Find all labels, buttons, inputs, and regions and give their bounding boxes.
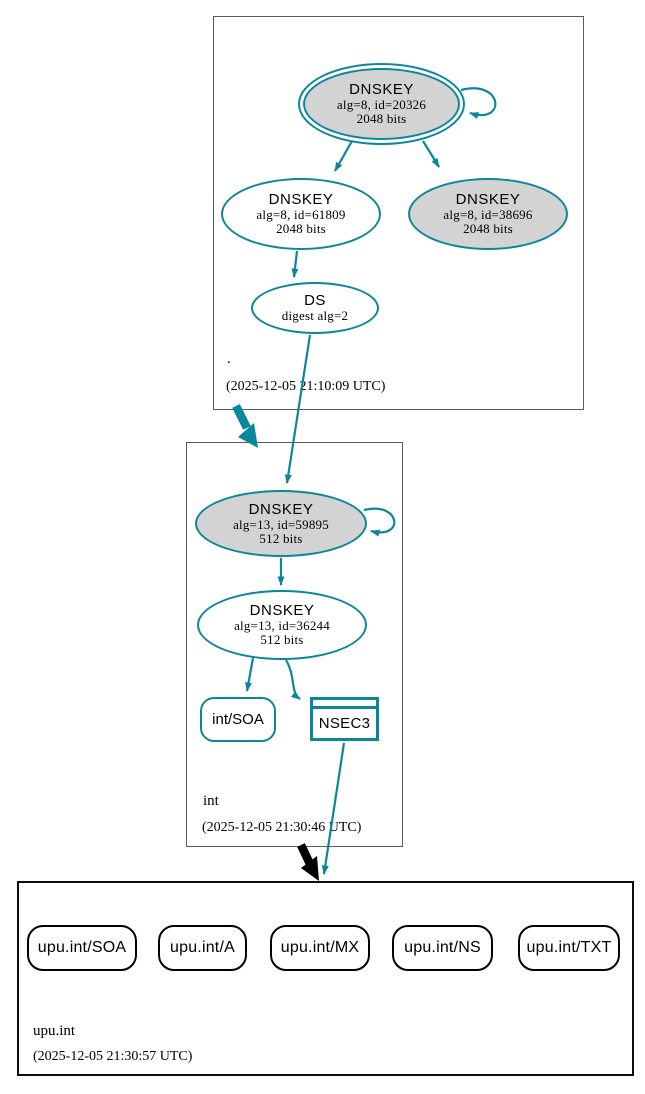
zone-timestamp-upu-int: (2025-12-05 21:30:57 UTC) xyxy=(33,1049,193,1064)
dnskey-node-20326[interactable]: DNSKEY alg=8, id=20326 2048 bits xyxy=(298,63,465,145)
dnskey-title: DNSKEY xyxy=(249,602,315,619)
nsec3-node[interactable]: NSEC3 xyxy=(310,697,379,741)
zone-box-upu-int xyxy=(17,881,634,1076)
rrset-node-int-soa[interactable]: int/SOA xyxy=(200,697,276,742)
dnskey-bits: 2048 bits xyxy=(463,221,513,236)
dnskey-node-36244[interactable]: DNSKEY alg=13, id=36244 512 bits xyxy=(197,590,367,660)
rrset-label: upu.int/MX xyxy=(280,939,360,956)
dnskey-bits: 512 bits xyxy=(260,632,304,647)
dnskey-title: DNSKEY xyxy=(248,500,314,518)
dnskey-node-38696[interactable]: DNSKEY alg=8, id=38696 2048 bits xyxy=(408,178,568,250)
rrset-label: upu.int/NS xyxy=(404,939,481,956)
insecure-delegation-arrow-head xyxy=(301,856,319,881)
dnskey-bits: 2048 bits xyxy=(276,221,326,236)
zone-timestamp-int: (2025-12-05 21:30:46 UTC) xyxy=(202,820,362,835)
nsec3-label: NSEC3 xyxy=(318,715,371,732)
rrset-label: upu.int/TXT xyxy=(526,939,612,956)
dnskey-bits: 2048 bits xyxy=(356,111,407,126)
rrset-node-upu-txt[interactable]: upu.int/TXT xyxy=(518,925,620,971)
dnskey-alg-id: alg=8, id=20326 xyxy=(336,97,427,112)
rrset-node-upu-mx[interactable]: upu.int/MX xyxy=(270,925,370,971)
rrset-label: int/SOA xyxy=(212,711,264,728)
rrset-label: upu.int/SOA xyxy=(37,939,127,956)
dnskey-alg-id: alg=13, id=59895 xyxy=(233,516,329,532)
zone-label-root: . xyxy=(227,351,231,367)
dnskey-alg-id: alg=13, id=36244 xyxy=(234,618,330,633)
ds-node[interactable]: DS digest alg=2 xyxy=(251,282,379,334)
dnskey-title: DNSKEY xyxy=(455,191,521,208)
rrset-label: upu.int/A xyxy=(170,939,235,956)
insecure-delegation-arrow-shaft xyxy=(297,843,314,866)
dnskey-node-61809[interactable]: DNSKEY alg=8, id=61809 2048 bits xyxy=(221,178,381,250)
dnskey-title: DNSKEY xyxy=(268,191,334,208)
zone-timestamp-root: (2025-12-05 21:10:09 UTC) xyxy=(226,379,386,394)
dnskey-alg-id: alg=8, id=38696 xyxy=(443,207,533,222)
zone-label-upu-int: upu.int xyxy=(33,1023,76,1039)
rrset-node-upu-soa[interactable]: upu.int/SOA xyxy=(27,925,137,971)
zone-box-root xyxy=(213,16,584,410)
dnskey-node-59895[interactable]: DNSKEY alg=13, id=59895 512 bits xyxy=(195,490,367,557)
dnskey-node-20326-inner: DNSKEY alg=8, id=20326 2048 bits xyxy=(303,68,460,140)
zone-label-int: int xyxy=(203,793,219,809)
ds-digest: digest alg=2 xyxy=(281,308,349,323)
dnskey-alg-id: alg=8, id=61809 xyxy=(256,207,346,222)
dnskey-bits: 512 bits xyxy=(259,530,303,546)
ds-title: DS xyxy=(304,292,326,309)
rrset-node-upu-a[interactable]: upu.int/A xyxy=(158,925,247,971)
rrset-node-upu-ns[interactable]: upu.int/NS xyxy=(392,925,493,971)
dnskey-title: DNSKEY xyxy=(349,81,414,98)
nsec3-strip xyxy=(313,700,376,709)
